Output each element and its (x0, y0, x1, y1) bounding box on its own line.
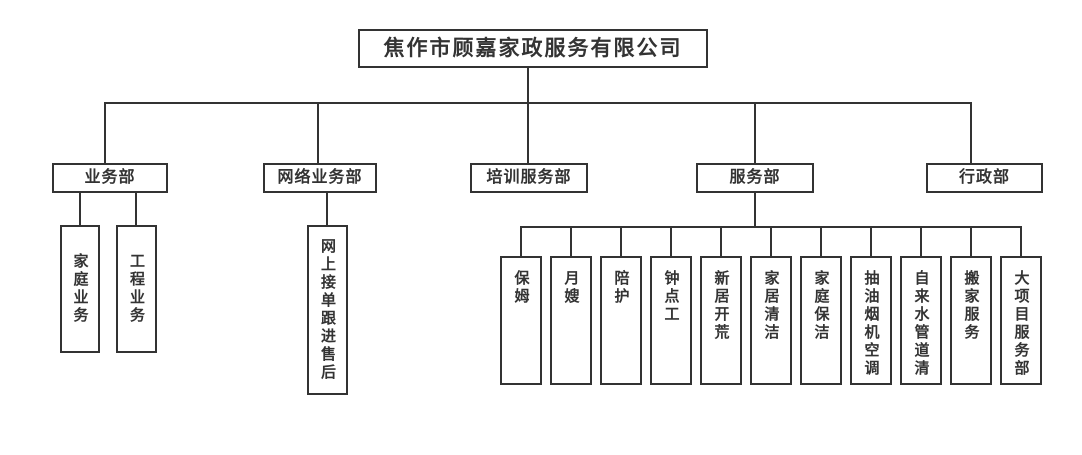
leaf-hourly-worker-node: 钟点工 (650, 256, 692, 385)
leaf-water-pipe-cleaning-node: 自来水管道清 (900, 256, 942, 385)
leaf-household-cleaning-node: 家庭保洁 (800, 256, 842, 385)
leaf-major-project-service-node: 大项目服务部 (1000, 256, 1042, 385)
dept-business-node: 业务部 (52, 163, 168, 193)
leaf-home-cleaning-node: 家居清洁 (750, 256, 792, 385)
leaf-engineering-business-node: 工程业务 (116, 225, 157, 353)
dept-admin-node: 行政部 (926, 163, 1043, 193)
leaf-range-hood-ac-node: 抽油烟机空调 (850, 256, 892, 385)
leaf-family-business-node: 家庭业务 (60, 225, 100, 353)
leaf-new-home-cleanup-node: 新居开荒 (700, 256, 742, 385)
leaf-nanny-node: 保姆 (500, 256, 542, 385)
dept-network-business-node: 网络业务部 (263, 163, 377, 193)
leaf-maternity-matron-node: 月嫂 (550, 256, 592, 385)
leaf-care-companion-node: 陪护 (600, 256, 642, 385)
dept-service-node: 服务部 (696, 163, 814, 193)
company-root-node: 焦作市顾嘉家政服务有限公司 (358, 29, 708, 68)
dept-training-service-node: 培训服务部 (470, 163, 588, 193)
leaf-moving-service-node: 搬家服务 (950, 256, 992, 385)
leaf-online-order-followup-node: 网上接单跟进售后 (307, 225, 348, 395)
